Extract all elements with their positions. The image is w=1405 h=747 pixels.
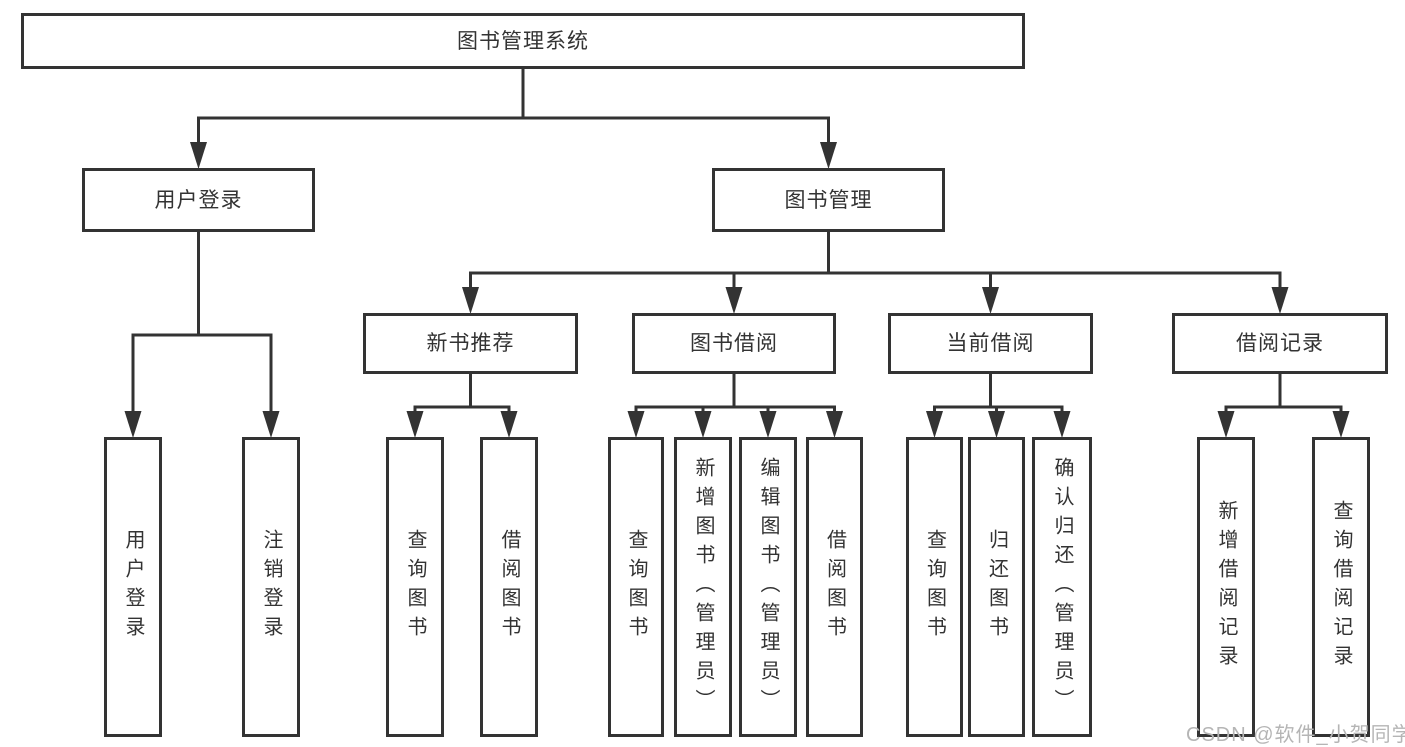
node-borrow-records: 借阅记录	[1172, 313, 1388, 374]
node-label-query-books-2: 查询图书	[625, 529, 647, 645]
node-add-books: 新增图书（管理员）	[674, 437, 732, 737]
node-confirm-return: 确认归还（管理员）	[1032, 437, 1092, 737]
watermark: CSDN @软件_小贺同学	[1186, 724, 1405, 746]
node-label-query-books-1: 查询图书	[404, 529, 426, 645]
node-label-add-books: 新增图书（管理员）	[692, 456, 714, 718]
node-label-book-mgmt: 图书管理	[784, 188, 873, 212]
node-query-books-1: 查询图书	[386, 437, 444, 737]
node-edit-books: 编辑图书（管理员）	[739, 437, 797, 737]
node-current-borrow: 当前借阅	[888, 313, 1093, 374]
node-return-books: 归还图书	[968, 437, 1025, 737]
node-label-book-borrow: 图书借阅	[690, 332, 778, 355]
node-label-borrow-books-1: 借阅图书	[498, 529, 520, 645]
node-query-books-2: 查询图书	[608, 437, 664, 737]
node-book-mgmt: 图书管理	[712, 168, 945, 232]
node-label-confirm-return: 确认归还（管理员）	[1051, 456, 1073, 718]
node-root: 图书管理系统	[21, 13, 1025, 69]
node-label-new-book-rec: 新书推荐	[426, 332, 515, 355]
node-label-user-login: 用户登录	[122, 529, 144, 645]
node-user-login: 用户登录	[104, 437, 162, 737]
node-label-add-borrow-record: 新增借阅记录	[1215, 500, 1237, 674]
node-label-user-login-group: 用户登录	[154, 188, 243, 212]
node-label-borrow-records: 借阅记录	[1236, 332, 1324, 355]
node-label-current-borrow: 当前借阅	[946, 332, 1035, 355]
node-add-borrow-record: 新增借阅记录	[1197, 437, 1255, 737]
node-label-borrow-books-2: 借阅图书	[823, 529, 846, 645]
node-logout: 注销登录	[242, 437, 300, 737]
node-label-query-books-3: 查询图书	[923, 529, 946, 645]
node-query-books-3: 查询图书	[906, 437, 963, 737]
node-query-borrow-record: 查询借阅记录	[1312, 437, 1370, 737]
node-user-login-group: 用户登录	[82, 168, 315, 232]
node-new-book-rec: 新书推荐	[363, 313, 578, 374]
node-label-return-books: 归还图书	[985, 529, 1008, 645]
node-label-logout: 注销登录	[260, 529, 282, 645]
node-label-query-borrow-record: 查询借阅记录	[1330, 500, 1352, 674]
node-label-root: 图书管理系统	[457, 29, 589, 53]
node-borrow-books-2: 借阅图书	[806, 437, 863, 737]
node-book-borrow: 图书借阅	[632, 313, 836, 374]
node-borrow-books-1: 借阅图书	[480, 437, 538, 737]
node-label-edit-books: 编辑图书（管理员）	[757, 456, 779, 718]
